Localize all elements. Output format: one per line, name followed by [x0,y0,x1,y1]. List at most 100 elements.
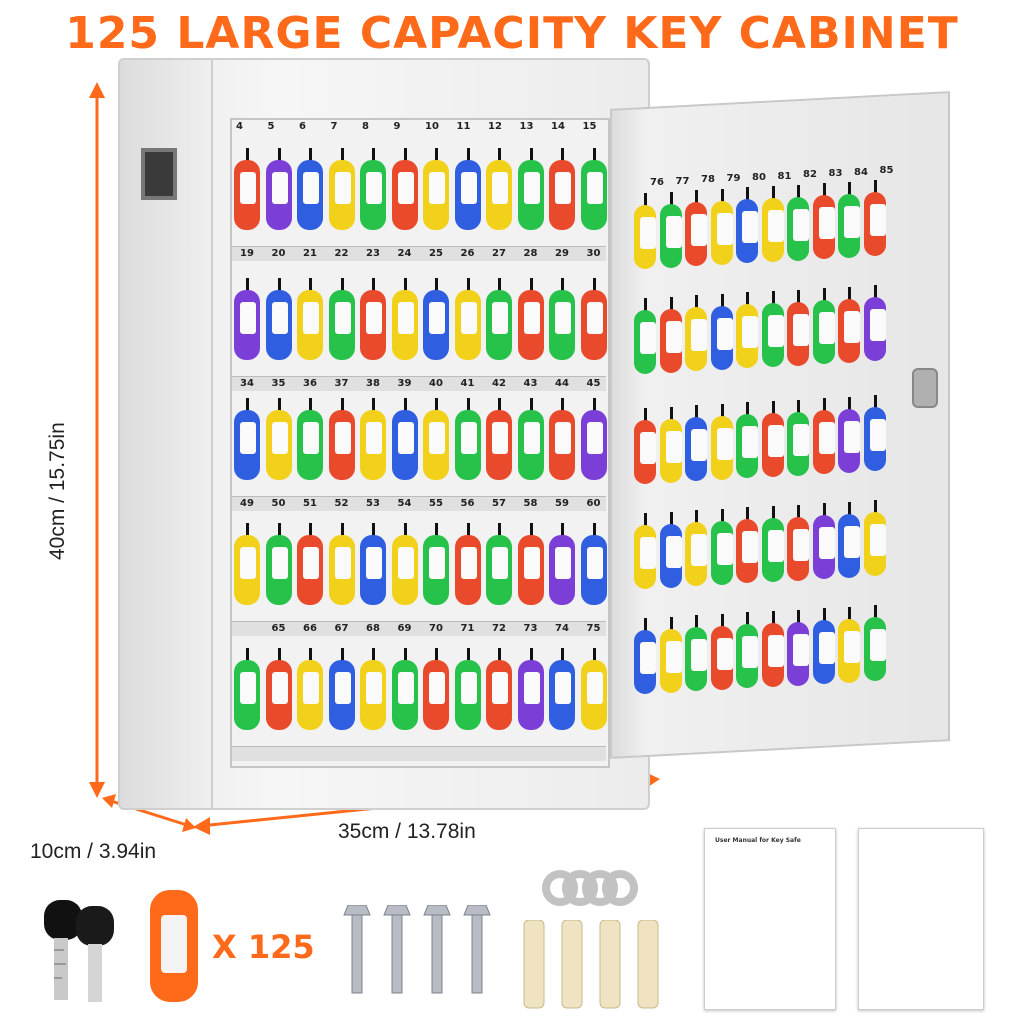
key-tag-icon[interactable] [454,535,481,605]
key-tag-icon[interactable] [328,535,355,605]
key-tag-icon[interactable] [328,660,355,730]
key-tag-icon[interactable] [659,523,682,588]
key-tag-icon[interactable] [265,535,292,605]
key-tag-icon[interactable] [710,625,733,690]
door-lock-icon[interactable] [912,368,938,408]
key-tag-icon[interactable] [634,630,656,694]
key-tag-icon[interactable] [761,198,784,262]
key-tag-icon[interactable] [360,290,386,360]
key-tag-icon[interactable] [736,414,758,479]
key-tag-icon[interactable] [360,410,386,480]
key-tag-icon[interactable] [454,410,481,480]
key-tag-icon[interactable] [659,203,682,268]
key-tag-icon[interactable] [454,290,481,360]
key-tag-icon[interactable] [710,200,733,265]
key-tag-icon[interactable] [685,202,707,267]
key-tag-icon[interactable] [391,160,418,230]
key-tag-icon[interactable] [659,308,682,373]
key-tag-icon[interactable] [634,205,656,269]
key-tag-icon[interactable] [360,160,386,230]
key-tag-icon[interactable] [517,410,544,480]
key-tag-icon[interactable] [736,519,758,584]
key-tag-icon[interactable] [265,290,292,360]
key-tag-icon[interactable] [787,516,809,581]
key-tag-icon[interactable] [486,660,512,730]
key-tag-icon[interactable] [634,525,656,589]
key-tag-icon[interactable] [297,660,323,730]
key-tag-icon[interactable] [234,160,260,230]
key-tag-icon[interactable] [517,660,544,730]
key-tag-icon[interactable] [580,290,607,360]
key-tag-icon[interactable] [423,535,449,605]
key-tag-icon[interactable] [787,196,809,261]
key-tag-icon[interactable] [787,301,809,366]
key-tag-icon[interactable] [812,515,835,580]
key-tag-icon[interactable] [787,621,809,686]
key-tag-icon[interactable] [265,660,292,730]
key-tag-icon[interactable] [265,410,292,480]
key-tag-icon[interactable] [812,195,835,260]
key-tag-icon[interactable] [580,160,607,230]
key-tag-icon[interactable] [297,160,323,230]
key-tag-icon[interactable] [517,535,544,605]
key-tag-icon[interactable] [685,522,707,587]
key-tag-icon[interactable] [423,160,449,230]
key-tag-icon[interactable] [863,617,886,682]
key-tag-icon[interactable] [863,192,886,257]
key-tag-icon[interactable] [736,304,758,369]
key-tag-icon[interactable] [761,623,784,687]
key-tag-icon[interactable] [863,512,886,577]
key-tag-icon[interactable] [423,410,449,480]
key-tag-icon[interactable] [517,160,544,230]
key-tag-icon[interactable] [863,407,886,472]
key-tag-icon[interactable] [549,290,575,360]
key-tag-icon[interactable] [580,535,607,605]
key-tag-icon[interactable] [710,415,733,480]
key-tag-icon[interactable] [634,420,656,484]
key-tag-icon[interactable] [328,290,355,360]
key-tag-icon[interactable] [234,290,260,360]
key-tag-icon[interactable] [234,410,260,480]
key-tag-icon[interactable] [787,411,809,476]
key-tag-icon[interactable] [486,160,512,230]
key-tag-icon[interactable] [659,628,682,693]
key-tag-icon[interactable] [549,160,575,230]
key-tag-icon[interactable] [838,408,860,473]
key-tag-icon[interactable] [360,660,386,730]
key-tag-icon[interactable] [328,410,355,480]
key-tag-icon[interactable] [297,535,323,605]
key-tag-icon[interactable] [360,535,386,605]
key-tag-icon[interactable] [486,535,512,605]
key-tag-icon[interactable] [580,410,607,480]
key-tag-icon[interactable] [265,160,292,230]
key-tag-icon[interactable] [297,410,323,480]
key-tag-icon[interactable] [486,410,512,480]
key-tag-icon[interactable] [423,660,449,730]
key-tag-icon[interactable] [634,310,656,374]
key-tag-icon[interactable] [486,290,512,360]
key-tag-icon[interactable] [838,513,860,578]
key-tag-icon[interactable] [391,660,418,730]
key-tag-icon[interactable] [297,290,323,360]
key-tag-icon[interactable] [517,290,544,360]
key-tag-icon[interactable] [736,624,758,689]
key-tag-icon[interactable] [549,410,575,480]
key-tag-icon[interactable] [838,298,860,363]
key-tag-icon[interactable] [761,303,784,367]
key-tag-icon[interactable] [761,413,784,477]
key-tag-icon[interactable] [710,305,733,370]
key-tag-icon[interactable] [685,417,707,482]
key-tag-icon[interactable] [549,660,575,730]
key-tag-icon[interactable] [812,300,835,365]
key-tag-icon[interactable] [580,660,607,730]
key-tag-icon[interactable] [736,199,758,264]
key-tag-icon[interactable] [812,620,835,685]
key-tag-icon[interactable] [710,520,733,585]
key-tag-icon[interactable] [761,518,784,582]
key-tag-icon[interactable] [391,290,418,360]
key-tag-icon[interactable] [234,660,260,730]
key-tag-icon[interactable] [549,535,575,605]
key-tag-icon[interactable] [391,535,418,605]
key-tag-icon[interactable] [328,160,355,230]
key-tag-icon[interactable] [838,618,860,683]
